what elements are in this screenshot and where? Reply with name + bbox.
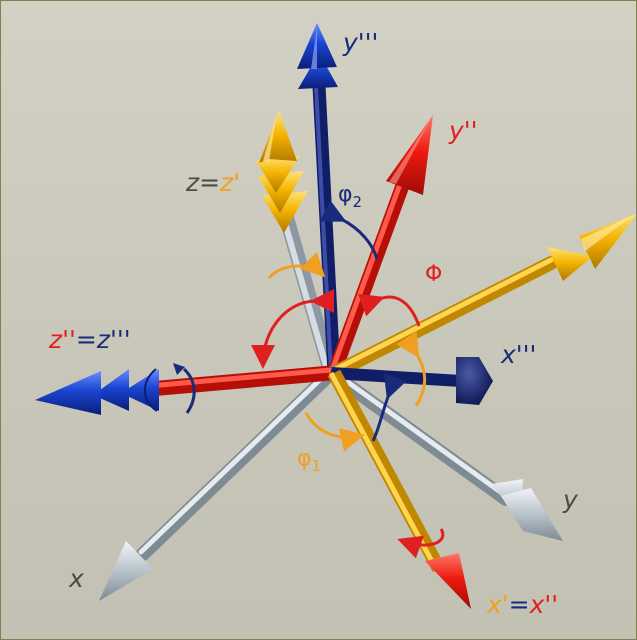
angle-phi1: φ1 xyxy=(297,446,321,475)
label-z-eq: = xyxy=(199,168,220,197)
label-z-double-equals-triple: z''=z''' xyxy=(48,325,131,354)
rotation-arcs xyxy=(173,200,445,559)
label-x1-eq: = xyxy=(509,590,530,619)
axis-y-triple-prime-arrowhead xyxy=(297,23,338,89)
label-z-equals-z-prime: z=z' xyxy=(185,168,240,197)
label-z: z xyxy=(185,168,200,197)
angle-phi1-symbol: φ xyxy=(297,446,312,471)
label-y-triple-prime: y''' xyxy=(342,28,378,57)
label-z-prime: z' xyxy=(219,168,240,197)
label-y: y xyxy=(562,485,579,514)
axis-yellow-upper xyxy=(327,213,636,380)
angle-phi2-symbol: φ xyxy=(338,182,353,207)
label-y-double-prime: y'' xyxy=(448,116,478,145)
angle-phi2-subscript: 2 xyxy=(353,193,363,211)
axis-z-prime-arrowhead xyxy=(256,111,308,233)
axis-y xyxy=(324,366,563,541)
angle-Phi: Φ xyxy=(425,262,442,287)
label-z2-eq: = xyxy=(76,325,97,354)
label-z-triple-prime: z''' xyxy=(96,325,131,354)
label-z-double-prime: z'' xyxy=(48,325,76,354)
axis-x xyxy=(99,366,338,601)
label-x: x xyxy=(68,564,84,593)
axis-z-triple-prime-arrowhead xyxy=(35,368,159,415)
angle-phi2: φ2 xyxy=(338,182,362,211)
axis-x-prime xyxy=(327,369,471,609)
label-x-triple-prime: x''' xyxy=(500,340,536,369)
label-x-double-prime: x'' xyxy=(529,590,559,619)
axis-y-double-prime xyxy=(327,115,433,380)
label-x-prime-equals-x-double: x'=x'' xyxy=(486,590,558,619)
angle-phi1-subscript: 1 xyxy=(312,457,322,475)
label-x-prime: x' xyxy=(486,590,509,619)
axis-z-double-prime xyxy=(148,365,332,397)
